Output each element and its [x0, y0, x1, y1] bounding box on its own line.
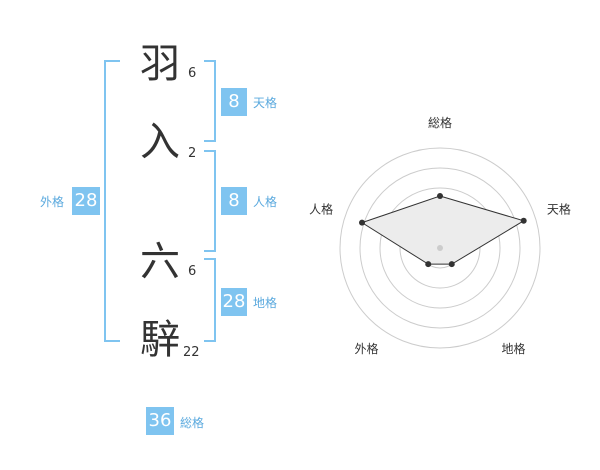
radar-axis-label-1: 総格	[428, 115, 452, 130]
soukaku-label: 総格	[180, 416, 205, 430]
radar-ring-4	[359, 167, 521, 329]
radar-point-2	[520, 217, 527, 224]
radar-point-4	[425, 261, 432, 268]
radar-axis-label-5: 人格	[309, 201, 333, 216]
radar-axis-label-2: 天格	[547, 201, 571, 216]
name-char-2: 入	[140, 119, 180, 165]
chikaku-value: 28	[221, 288, 247, 316]
chikaku-label: 地格	[253, 296, 278, 310]
radar-axis-label-3: 地格	[501, 341, 525, 356]
radar-points	[359, 193, 527, 268]
radar-ring-3	[379, 187, 501, 309]
radar-value-area	[360, 195, 525, 265]
jinkaku-label: 人格	[253, 195, 278, 209]
radar-point-1	[437, 193, 443, 199]
jinkaku-bracket	[204, 150, 216, 252]
radar-center-dot	[437, 245, 443, 251]
radar-axis-label-4: 外格	[355, 341, 379, 356]
tenkaku-bracket	[204, 60, 216, 142]
name-char-4: 騂	[140, 317, 180, 363]
radar-point-3	[448, 261, 455, 268]
stroke-count-3: 6	[188, 264, 197, 279]
gaikaku-label: 外格	[40, 195, 65, 209]
name-char-3: 六	[140, 239, 180, 285]
tenkaku-label: 天格	[253, 96, 278, 110]
chikaku-bracket	[204, 258, 216, 342]
stroke-count-4: 22	[183, 345, 200, 360]
tenkaku-value: 8	[221, 88, 247, 116]
gaikaku-bracket	[104, 60, 120, 342]
soukaku-value: 36	[146, 407, 174, 435]
radar-point-5	[359, 219, 366, 226]
name-char-1: 羽	[140, 41, 180, 87]
stroke-count-2: 2	[188, 146, 197, 161]
jinkaku-value: 8	[221, 187, 247, 215]
radar-ring-5	[339, 147, 541, 349]
gaikaku-value: 28	[72, 187, 100, 215]
stroke-count-1: 6	[188, 66, 197, 81]
